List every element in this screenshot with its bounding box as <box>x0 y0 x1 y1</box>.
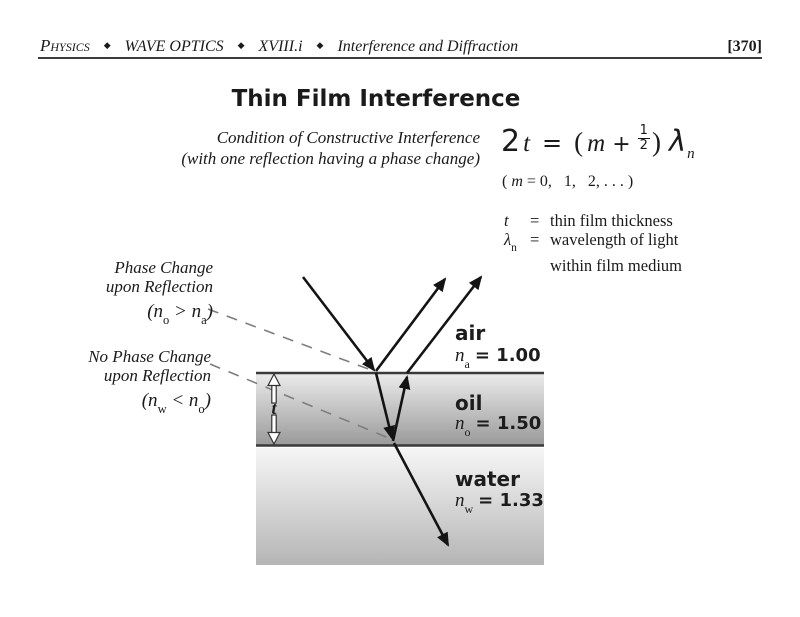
eq-coefficient: 2 <box>501 124 521 159</box>
eq-order-variable: m <box>587 130 606 157</box>
diamond-icon: ◆ <box>237 39 245 50</box>
leader-line-no-phase-change <box>209 363 392 440</box>
condition-line2: (with one reflection having a phase chan… <box>181 149 480 168</box>
eq-lambda-subscript: n <box>687 146 695 162</box>
condition-line1: Condition of Constructive Interference <box>216 128 480 147</box>
annotation-line: No Phase Change <box>88 347 211 366</box>
leader-line-phase-change <box>207 308 372 371</box>
index-value: = 1.00 <box>474 345 541 366</box>
index-symbol: n <box>455 490 465 511</box>
math-pre: (n <box>147 301 164 322</box>
eq-plus-sign: + <box>612 132 631 157</box>
def-lambda-text2: within film medium <box>550 256 682 276</box>
constraint-pre: ( <box>502 173 512 190</box>
transmitted-ray-into-water <box>392 442 450 547</box>
math-post: ) <box>206 301 213 322</box>
math-post: ) <box>204 390 211 411</box>
reflected-ray-in-oil-up <box>391 375 411 442</box>
def-t-text: thin film thickness <box>550 211 673 230</box>
thickness-arrow-up-head <box>267 372 281 387</box>
eq-order-constraint: ( m = 0, 1, 2, . . . ) <box>502 173 633 191</box>
header-chapter: Interference and Diffraction <box>337 38 519 55</box>
index-subscript: w <box>464 501 474 516</box>
eq-equals-sign: = <box>542 129 563 157</box>
emergent-ray <box>405 275 483 374</box>
math-mid: > n <box>169 301 202 322</box>
incident-ray <box>301 276 376 372</box>
refracted-ray-in-oil-down <box>374 372 395 440</box>
math-sub: o <box>163 312 170 327</box>
thickness-arrow <box>267 372 281 446</box>
annotation-math: (no > na) <box>58 302 213 328</box>
constraint-values: = 0, 1, 2, . . . ) <box>522 173 634 190</box>
def-t-equals: = <box>530 211 540 230</box>
water-index-line: nw = 1.33 <box>455 490 544 516</box>
index-value: = 1.50 <box>475 413 542 434</box>
page-title: Thin Film Interference <box>231 86 521 112</box>
air-index-line: na = 1.00 <box>455 345 541 371</box>
lambda-subscript: n <box>511 242 517 255</box>
def-lambda-symbol: λn <box>504 230 530 256</box>
index-symbol: n <box>455 345 465 366</box>
def-t-symbol: t <box>504 211 509 230</box>
def-lambda-equals: = <box>530 230 540 249</box>
eq-thickness-variable: t <box>523 130 531 157</box>
eq-frac-numerator: 1 <box>637 123 650 139</box>
lambda-glyph: λ <box>504 230 512 249</box>
def-lambda-text: wavelength of light <box>550 230 679 249</box>
eq-frac-denominator: 2 <box>639 138 648 153</box>
math-pre: (n <box>141 390 158 411</box>
annotation-line: Phase Change <box>114 258 213 277</box>
oil-index-line: no = 1.50 <box>455 413 542 439</box>
header-rule <box>38 57 762 59</box>
water-label: water <box>455 467 520 491</box>
air-label: air <box>455 321 486 345</box>
math-sub: a <box>201 312 207 327</box>
constraint-variable: m <box>511 173 523 190</box>
water-layer <box>256 448 544 565</box>
reflected-ray-top-surface <box>374 277 447 372</box>
index-symbol: n <box>455 413 465 434</box>
header-subject: Physics <box>40 36 90 55</box>
annotation-math: (nw < no) <box>58 391 211 417</box>
eq-lambda-symbol: λ <box>668 124 687 158</box>
index-value: = 1.33 <box>478 490 544 511</box>
math-sub: w <box>157 401 167 416</box>
annotation-no-phase-change: No Phase Change upon Reflection (nw < no… <box>58 347 211 417</box>
thickness-arrow-down-head <box>267 431 281 446</box>
math-sub: o <box>198 401 205 416</box>
page-header: Physics ◆ WAVE OPTICS ◆ XVIII.i ◆ Interf… <box>40 36 762 58</box>
index-subscript: o <box>464 424 471 439</box>
eq-right-paren: ) <box>651 127 661 157</box>
diamond-icon: ◆ <box>103 39 111 50</box>
math-mid: < n <box>166 390 199 411</box>
thickness-label: t <box>271 398 277 418</box>
annotation-line: upon Reflection <box>103 366 211 385</box>
variable-definitions: t = thin film thickness λn = wavelength … <box>504 211 682 275</box>
condition-statement: Condition of Constructive Interference (… <box>130 127 480 169</box>
page-number: [370] <box>727 38 762 55</box>
eq-left-paren: ( <box>574 127 584 157</box>
diamond-icon: ◆ <box>316 39 324 50</box>
header-topic: WAVE OPTICS <box>124 38 224 55</box>
index-subscript: a <box>464 356 470 371</box>
annotation-line: upon Reflection <box>105 277 213 296</box>
annotation-phase-change: Phase Change upon Reflection (no > na) <box>58 258 213 328</box>
header-section-number: XVIII.i <box>258 38 303 55</box>
oil-label: oil <box>455 391 483 415</box>
